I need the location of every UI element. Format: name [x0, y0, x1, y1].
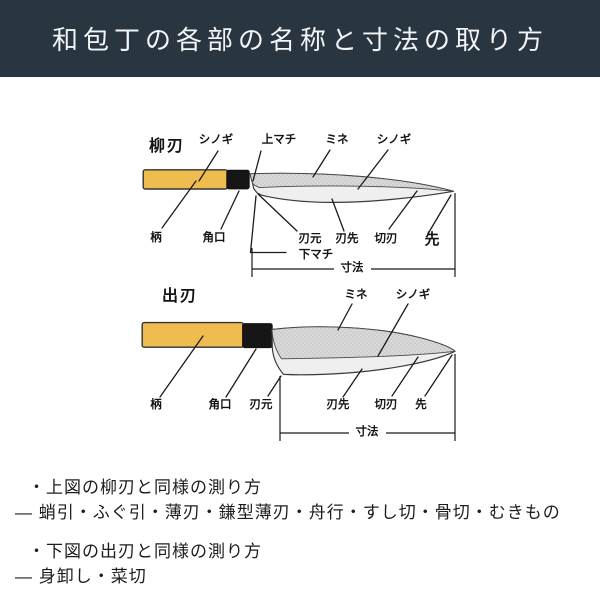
- deba-knife: [141, 321, 456, 376]
- yanagiba-pointer-lines: [161, 149, 452, 254]
- label-sunpo-2: 寸法: [352, 426, 382, 439]
- label-saki-2: 先: [415, 399, 427, 411]
- label-kadoguchi-2: 角口: [208, 399, 232, 411]
- pointer-uwamachi: [252, 150, 262, 182]
- label-e-1: 柄: [150, 232, 162, 244]
- deba-handle: [141, 321, 244, 348]
- label-hamoto-1: 刃元: [298, 233, 322, 245]
- yanagiba-title: 柳刃: [148, 138, 186, 155]
- note-line-3: ・下図の出刃と同様の測り方: [28, 542, 262, 561]
- pointer-mine: [337, 303, 353, 331]
- pointer-e: [161, 180, 197, 229]
- note-line-1: ・上図の柳刃と同様の測り方: [28, 478, 262, 497]
- pointer-shitamachi: [249, 195, 287, 254]
- note-line-2: ― 蛸引・ふぐ引・薄刃・鎌型薄刃・舟行・すし切・骨切・むきもの: [15, 503, 561, 522]
- label-hamoto-2: 刃元: [249, 399, 273, 411]
- label-kiriha-2: 切刃: [374, 399, 398, 411]
- pointer-e: [159, 335, 204, 398]
- pointer-hasaki: [342, 368, 363, 398]
- deba-blade-upper: [271, 326, 456, 360]
- label-sunpo-1: 寸法: [337, 262, 367, 275]
- pointer-kiriha: [388, 190, 418, 230]
- pointer-kadoguchi: [225, 348, 257, 398]
- pointer-shinogi: [377, 303, 409, 357]
- label-shinogi-2: シノギ: [395, 289, 431, 301]
- pointer-hamoto: [267, 375, 282, 397]
- pointer-mine: [312, 149, 331, 178]
- deba-ferrule: [242, 323, 273, 349]
- pointer-kadoguchi: [220, 190, 240, 230]
- pointer-shinogi-right: [357, 149, 389, 190]
- yanagiba-ferrule: [226, 169, 250, 190]
- deba-pointer-lines: [159, 303, 453, 398]
- deba-dimension-line: [279, 354, 456, 441]
- pointer-saki: [424, 354, 453, 397]
- label-kadoguchi-1: 角口: [202, 232, 226, 244]
- title-bar: 和包丁の各部の名称と寸法の取り方: [0, 0, 600, 77]
- label-saki-1: 先: [424, 231, 440, 248]
- label-mine-1: ミネ: [325, 134, 349, 146]
- deba-title: 出刃: [161, 288, 199, 305]
- yanagiba-knife: [142, 169, 455, 204]
- label-shitamachi: 下マチ: [298, 249, 334, 261]
- page-title: 和包丁の各部の名称と寸法の取り方: [51, 25, 548, 55]
- label-uwamachi: 上マチ: [261, 134, 297, 146]
- pointer-hasaki: [331, 198, 345, 232]
- yanagiba-blade-upper: [249, 172, 454, 192]
- label-e-2: 柄: [150, 399, 162, 411]
- yanagiba-handle: [142, 169, 228, 190]
- label-kiriha-1: 切刃: [374, 233, 398, 245]
- label-hasaki-2: 刃先: [326, 399, 350, 411]
- pointer-kiriha: [391, 356, 419, 397]
- pointer-shinogi-top: [198, 150, 219, 182]
- note-line-4: ― 身卸し・菜切: [15, 567, 147, 586]
- label-shinogi-right: シノギ: [376, 134, 412, 146]
- label-shinogi-top: シノギ: [198, 134, 234, 146]
- pointer-hamoto: [257, 193, 298, 232]
- label-mine-2: ミネ: [344, 289, 368, 301]
- label-hasaki-1: 刃先: [335, 233, 359, 245]
- yanagiba-dimension-line: [251, 193, 456, 277]
- pointer-saki: [428, 194, 452, 233]
